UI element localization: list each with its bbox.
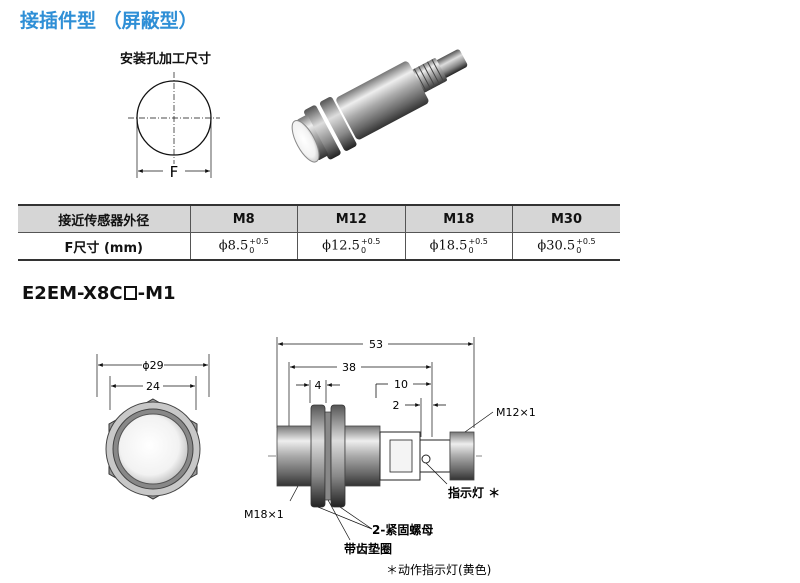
side-view: 53 38 4 10 2 — [244, 337, 536, 577]
table-col-m18: M18 — [404, 204, 513, 233]
body-thread-label: M18×1 — [244, 508, 284, 521]
model-number: E2EM-X8C-M1 — [22, 283, 176, 304]
sensor-photo — [291, 49, 468, 163]
dim-2: 2 — [393, 399, 400, 412]
hole-size-table: 接近传感器外径 M8 M12 M18 M30 F尺寸 (mm) ϕ8.5+0.5… — [18, 204, 620, 261]
placeholder-box-icon — [123, 286, 137, 300]
table-col-m12: M12 — [297, 204, 406, 233]
indicator-label: 指示灯 ＊ — [448, 485, 500, 500]
washer-label: 带齿垫圈 — [344, 541, 392, 556]
front-view: ϕ29 24 — [96, 354, 210, 500]
section-heading: 接插件型 （屏蔽型） — [20, 10, 198, 32]
dim-10: 10 — [394, 378, 408, 391]
table-col-m8: M8 — [189, 204, 298, 233]
table-header-label: 接近传感器外径 — [18, 204, 191, 233]
table-col-m30: M30 — [512, 204, 620, 233]
connector-thread-label: M12×1 — [496, 406, 536, 419]
dim-outer-diameter: ϕ29 — [142, 359, 163, 372]
footnote: ＊动作指示灯(黄色) — [386, 562, 491, 577]
mounting-hole-title: 安装孔加工尺寸 — [120, 52, 212, 67]
mounting-hole-diagram: F — [128, 72, 220, 181]
table-row-label: F尺寸 (mm) — [18, 232, 191, 261]
hole-label: F — [170, 163, 179, 181]
dim-body-length: 38 — [342, 361, 356, 374]
dim-across-flats: 24 — [146, 380, 160, 393]
dim-nut-thickness: 4 — [315, 379, 322, 392]
dim-overall-length: 53 — [369, 338, 383, 351]
nuts-label: 2-紧固螺母 — [372, 522, 433, 537]
